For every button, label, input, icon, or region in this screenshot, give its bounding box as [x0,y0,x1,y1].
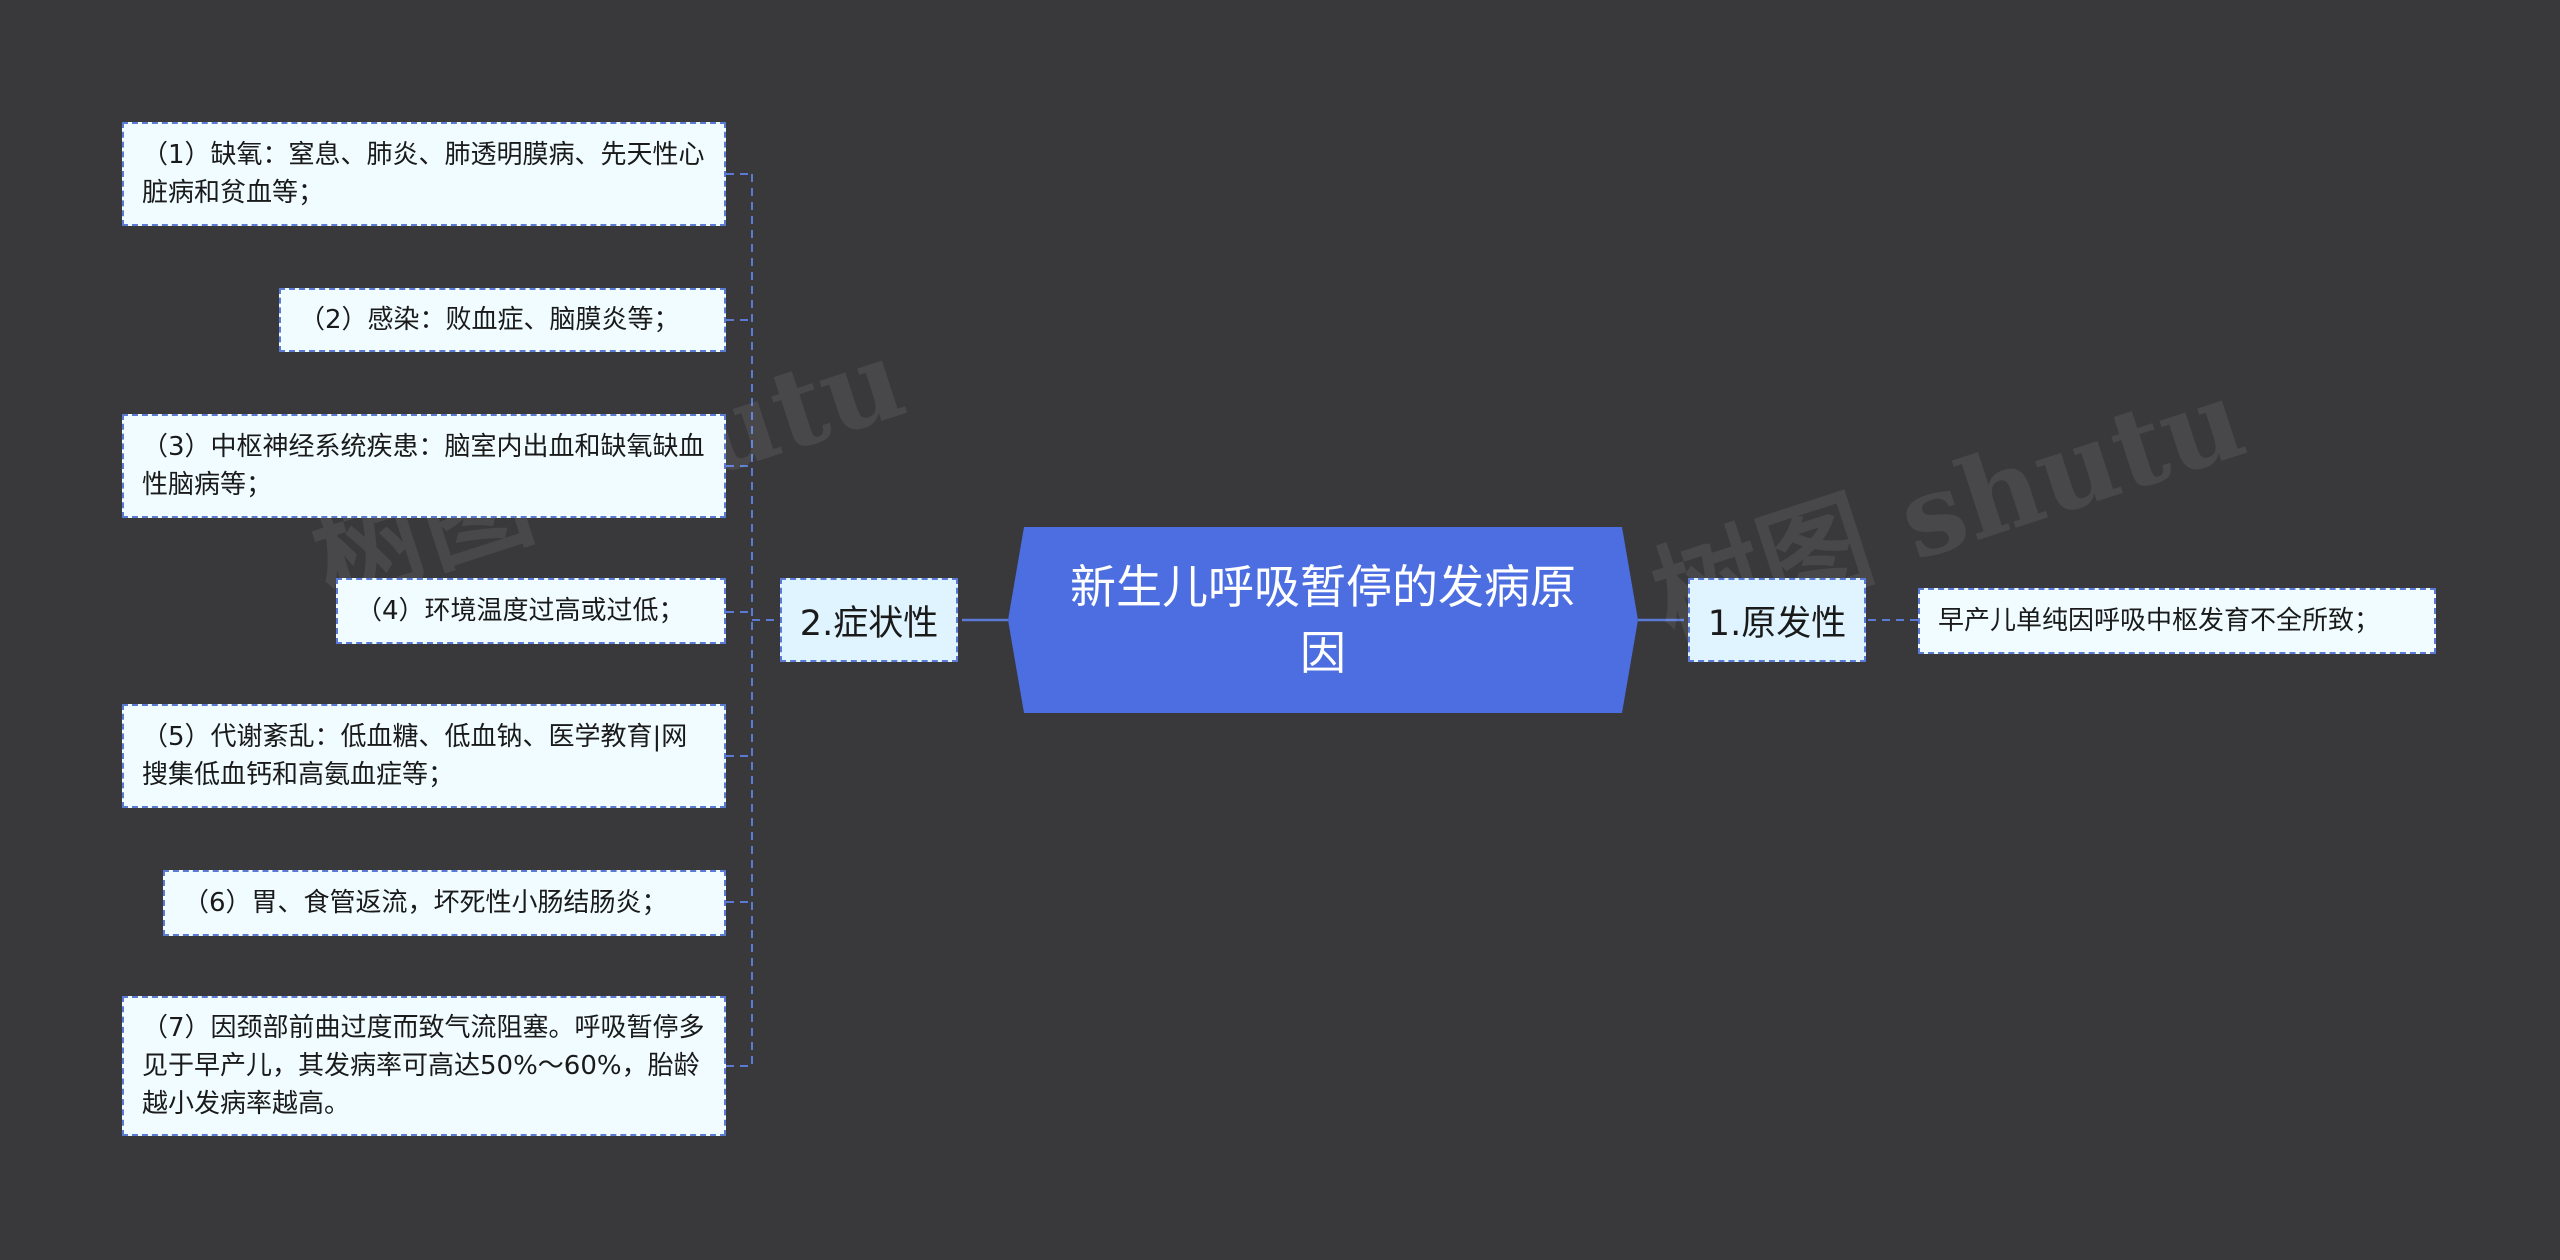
leaf-reflux[interactable]: （6）胃、食管返流，坏死性小肠结肠炎； [163,870,726,936]
leaf-infection[interactable]: （2）感染：败血症、脑膜炎等； [279,288,726,352]
leaf-text: （6）胃、食管返流，坏死性小肠结肠炎； [183,888,668,918]
leaf-text: （3）中枢神经系统疾患：脑室内出血和缺氧缺血性脑病等； [142,432,705,500]
root-node[interactable]: 新生儿呼吸暂停的发病原因 [1008,527,1638,713]
leaf-metabolic[interactable]: （5）代谢紊乱：低血糖、低血钠、医学教育|网搜集低血钙和高氨血症等； [122,704,726,808]
branch-label: 2.症状性 [799,603,939,644]
leaf-text: （4）环境温度过高或过低； [356,596,685,626]
leaf-temperature[interactable]: （4）环境温度过高或过低； [336,578,726,644]
branch-primary[interactable]: 1.原发性 [1688,578,1866,662]
leaf-hypoxia[interactable]: （1）缺氧：窒息、肺炎、肺透明膜病、先天性心脏病和贫血等； [122,122,726,226]
root-title: 新生儿呼吸暂停的发病原因 [1070,560,1576,680]
leaf-airway-obstruction[interactable]: （7）因颈部前曲过度而致气流阻塞。呼吸暂停多见于早产儿，其发病率可高达50%～6… [122,996,726,1136]
leaf-premature[interactable]: 早产儿单纯因呼吸中枢发育不全所致； [1918,588,2436,654]
branch-label: 1.原发性 [1707,603,1847,644]
leaf-text: （1）缺氧：窒息、肺炎、肺透明膜病、先天性心脏病和贫血等； [142,140,705,208]
leaf-text: 早产儿单纯因呼吸中枢发育不全所致； [1938,606,2381,636]
leaf-text: （7）因颈部前曲过度而致气流阻塞。呼吸暂停多见于早产儿，其发病率可高达50%～6… [142,1013,705,1119]
branch-symptomatic[interactable]: 2.症状性 [780,578,958,662]
leaf-text: （5）代谢紊乱：低血糖、低血钠、医学教育|网搜集低血钙和高氨血症等； [142,722,688,790]
leaf-cns-disease[interactable]: （3）中枢神经系统疾患：脑室内出血和缺氧缺血性脑病等； [122,414,726,518]
leaf-text: （2）感染：败血症、脑膜炎等； [299,305,680,335]
